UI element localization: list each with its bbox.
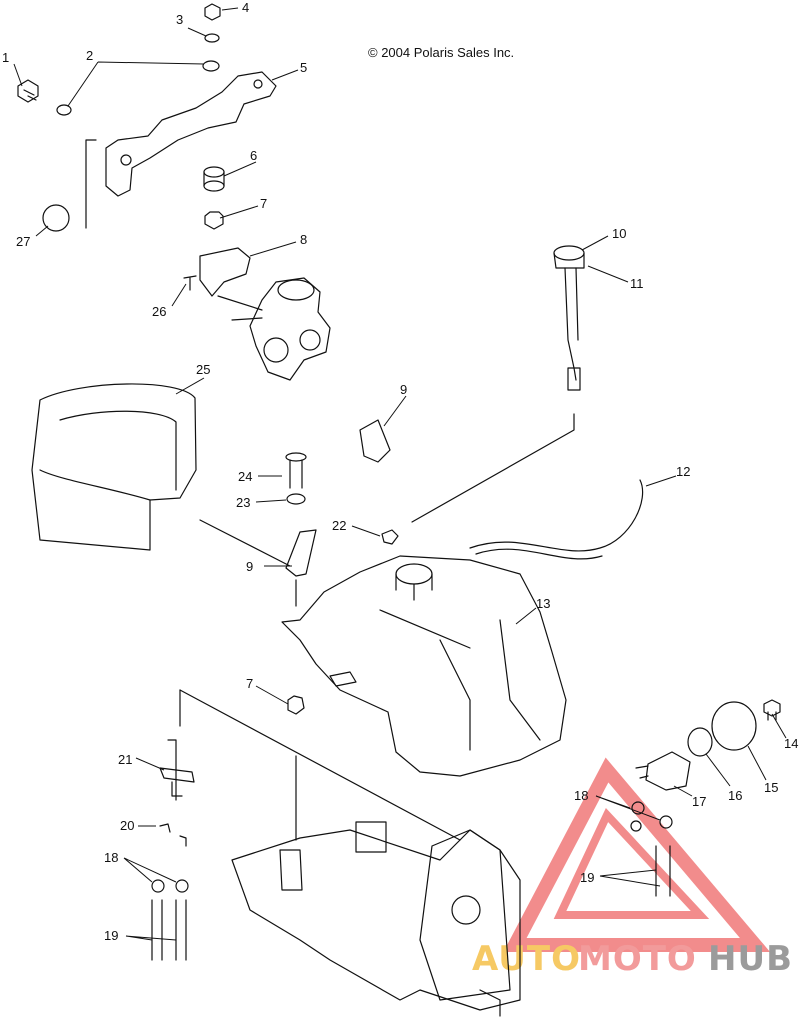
- watermark-inner-triangle: [553, 807, 710, 919]
- screw-26: [183, 275, 197, 291]
- cover-15: [711, 701, 757, 751]
- bracket-5: [105, 71, 277, 197]
- callout-1: 1: [2, 50, 9, 65]
- vent-hose-12: [469, 479, 644, 552]
- clamp-18-right-b: [659, 815, 673, 829]
- nut-4: [204, 3, 221, 21]
- clamp-18-left-a: [151, 879, 165, 893]
- watermark-moto: MOTO: [578, 939, 697, 979]
- callout-8: 8: [300, 232, 307, 247]
- bolt-14: [763, 699, 781, 721]
- callout-15: 15: [764, 780, 778, 795]
- carburetor: [217, 277, 331, 381]
- callout-7-top: 7: [260, 196, 267, 211]
- nut-7-top: [204, 211, 224, 230]
- callout-25: 25: [196, 362, 210, 377]
- callout-13: 13: [536, 596, 550, 611]
- callout-26: 26: [152, 304, 166, 319]
- watermark-auto: AUTO: [472, 939, 581, 979]
- callout-27: 27: [16, 234, 30, 249]
- copyright-text: © 2004 Polaris Sales Inc.: [368, 45, 514, 60]
- callout-2: 2: [86, 48, 93, 63]
- watermark-hub: HUB: [708, 939, 793, 979]
- cap-27: [42, 204, 70, 232]
- fuel-tank-13: [281, 555, 567, 777]
- gasket-16: [687, 727, 713, 757]
- bolt-1: [17, 79, 39, 103]
- foam-pad-25: [31, 383, 197, 551]
- callout-6: 6: [250, 148, 257, 163]
- callout-22: 22: [332, 518, 346, 533]
- callout-4: 4: [242, 0, 249, 15]
- callout-24: 24: [238, 469, 252, 484]
- washer-3: [204, 33, 220, 43]
- frame: [231, 821, 521, 1017]
- callout-18-right: 18: [574, 788, 588, 803]
- heat-shield-9-lower: [285, 529, 317, 577]
- callout-19-right: 19: [580, 870, 594, 885]
- hose-19-right: [655, 845, 671, 897]
- washer-2-right: [202, 60, 220, 72]
- callout-10: 10: [612, 226, 626, 241]
- leader-lines: [13, 7, 787, 941]
- watermark-logo: AUTO MOTO HUB: [472, 757, 793, 979]
- callout-14: 14: [784, 736, 798, 751]
- callout-19-left: 19: [104, 928, 118, 943]
- callout-5: 5: [300, 60, 307, 75]
- clamp-18-right-a: [631, 801, 645, 815]
- clip-20: [159, 823, 187, 847]
- nut-7-bottom: [287, 695, 305, 715]
- heat-shield-9-upper: [359, 419, 391, 463]
- bolt-24: [285, 452, 307, 489]
- watermark-triangle: [503, 757, 771, 952]
- hose-19-left-a: [151, 899, 163, 961]
- washer-23: [286, 493, 306, 505]
- fuel-gauge-10-11: [553, 245, 585, 391]
- callout-9-top: 9: [400, 382, 407, 397]
- callout-12: 12: [676, 464, 690, 479]
- petcock-21: [159, 739, 195, 801]
- callout-16: 16: [728, 788, 742, 803]
- plate-8: [199, 247, 251, 297]
- callout-17: 17: [692, 794, 706, 809]
- sleeve-6: [203, 166, 225, 192]
- callout-3: 3: [176, 12, 183, 27]
- clamp-18-left-b: [175, 879, 189, 893]
- fitting-22: [381, 529, 399, 545]
- callout-numbers: 1 2 3 4 5 6 7 8 26 27 10 11 9 12 25 13 2…: [2, 0, 798, 943]
- callout-23: 23: [236, 495, 250, 510]
- callout-20: 20: [120, 818, 134, 833]
- pump-17: [635, 751, 691, 791]
- hose-19-left-b: [175, 899, 187, 961]
- callout-11: 11: [630, 276, 644, 291]
- callout-7-bottom: 7: [246, 676, 253, 691]
- callout-9-bottom: 9: [246, 559, 253, 574]
- callout-18-left: 18: [104, 850, 118, 865]
- washer-2-left: [56, 104, 72, 116]
- callout-21: 21: [118, 752, 132, 767]
